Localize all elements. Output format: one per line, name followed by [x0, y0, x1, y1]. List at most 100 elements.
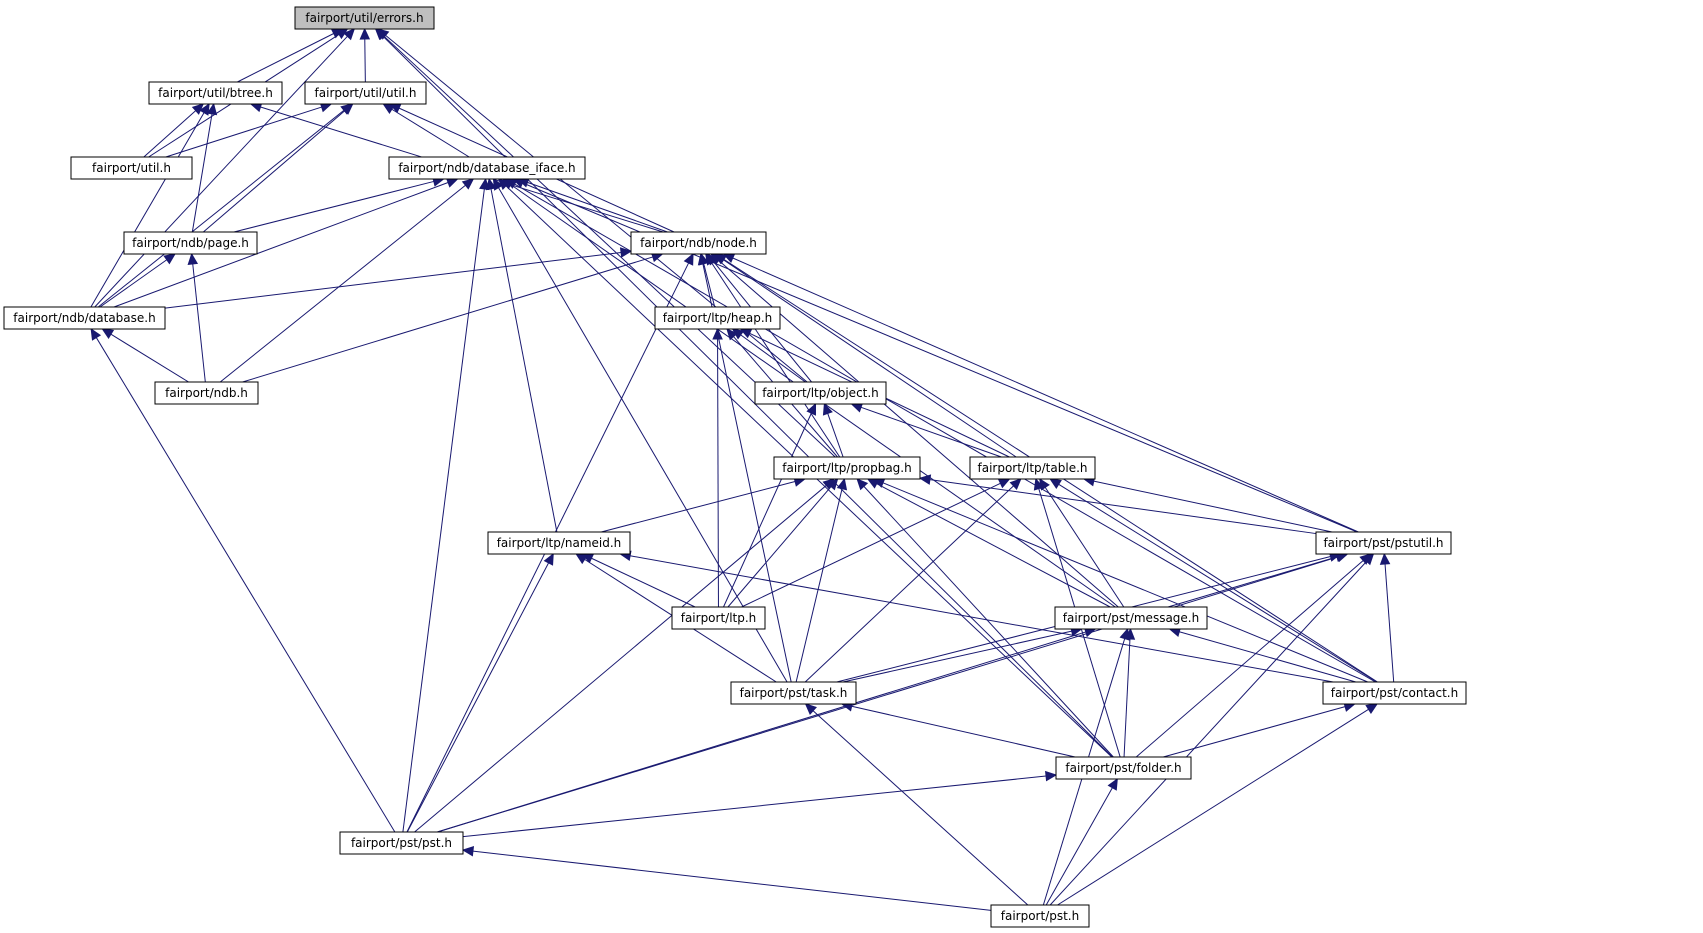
node-box-util[interactable] — [70, 156, 193, 180]
arrowhead-ltp-to-object — [806, 402, 817, 416]
node-box-node[interactable] — [630, 231, 767, 255]
node-box-errors[interactable] — [294, 6, 435, 30]
node-box-dbiface[interactable] — [388, 156, 586, 180]
arrowhead-pst_pst-to-database — [90, 327, 102, 341]
edge-ltp-to-table — [741, 482, 1001, 608]
node-ndb[interactable]: fairport/ndb.h — [154, 381, 259, 405]
node-contact[interactable]: fairport/pst/contact.h — [1322, 681, 1467, 705]
node-label-ndb: fairport/ndb.h — [165, 386, 248, 400]
node-label-pst: fairport/pst.h — [1001, 909, 1079, 923]
node-label-contact: fairport/pst/contact.h — [1331, 686, 1458, 700]
edge-layer — [90, 27, 1395, 911]
arrowhead-propbag-to-heap — [726, 328, 738, 341]
node-message[interactable]: fairport/pst/message.h — [1054, 606, 1208, 630]
arrowhead-pst_pst-to-folder — [1045, 770, 1058, 782]
node-ltp[interactable]: fairport/ltp.h — [671, 606, 766, 630]
node-box-message[interactable] — [1054, 606, 1208, 630]
node-label-task: fairport/pst/task.h — [740, 686, 848, 700]
edge-folder-to-pstutil — [1135, 560, 1364, 758]
node-box-page[interactable] — [123, 231, 258, 255]
node-pst_pst[interactable]: fairport/pst/pst.h — [339, 831, 464, 855]
node-box-database[interactable] — [3, 306, 166, 330]
edge-message-to-propbag — [876, 483, 1111, 608]
node-util[interactable]: fairport/util.h — [70, 156, 193, 180]
arrowhead-ndb-to-database — [101, 328, 115, 339]
edge-contact-to-nameid — [630, 555, 1334, 683]
edge-util_h-to-errors — [364, 38, 366, 83]
arrowhead-page-to-btree — [206, 102, 218, 116]
node-folder[interactable]: fairport/pst/folder.h — [1055, 756, 1192, 780]
edge-object-to-heap — [740, 334, 806, 383]
node-box-pstutil[interactable] — [1315, 531, 1452, 555]
arrowhead-pstutil-to-propbag — [918, 474, 932, 485]
edge-node-to-dbiface — [527, 181, 668, 233]
edge-btree-to-errors — [237, 33, 334, 83]
arrowhead-pst-to-message — [1119, 627, 1130, 641]
arrowhead-pst-to-contact — [1365, 703, 1379, 715]
arrowhead-contact-to-dbiface — [504, 178, 518, 189]
edge-contact-to-pstutil — [1384, 563, 1395, 683]
node-task[interactable]: fairport/pst/task.h — [730, 681, 857, 705]
arrowhead-pst_pst-to-dbiface — [479, 177, 490, 191]
node-box-heap[interactable] — [654, 306, 781, 330]
arrowhead-util-to-btree — [191, 103, 205, 115]
node-table[interactable]: fairport/ltp/table.h — [969, 456, 1096, 480]
edge-pst-to-task — [812, 710, 1029, 906]
edge-page-to-btree — [191, 113, 213, 233]
edge-task-to-message — [842, 630, 1072, 683]
arrowhead-pst_pst-to-nameid — [543, 552, 554, 566]
node-label-nameid: fairport/ltp/nameid.h — [497, 536, 622, 550]
node-box-nameid[interactable] — [487, 531, 631, 555]
edge-message-to-node — [718, 260, 1119, 608]
node-box-ltp[interactable] — [671, 606, 766, 630]
node-box-object[interactable] — [754, 381, 887, 405]
arrowhead-pst-to-pst_pst — [461, 845, 475, 857]
edge-folder-to-message — [1123, 638, 1131, 758]
node-pstutil[interactable]: fairport/pst/pstutil.h — [1315, 531, 1452, 555]
arrowhead-ndb-to-dbiface — [461, 178, 475, 190]
node-label-database: fairport/ndb/database.h — [13, 311, 155, 325]
arrowhead-ltp-to-table — [997, 478, 1011, 489]
node-nameid[interactable]: fairport/ltp/nameid.h — [487, 531, 631, 555]
edge-pstutil-to-table — [1093, 480, 1333, 533]
arrowhead-pst-to-task — [804, 703, 817, 715]
arrowhead-task-to-propbag — [836, 477, 848, 491]
node-propbag[interactable]: fairport/ltp/propbag.h — [773, 456, 921, 480]
edge-pst_pst-to-database — [95, 337, 396, 833]
node-dbiface[interactable]: fairport/ndb/database_iface.h — [388, 156, 586, 180]
node-box-util_h[interactable] — [304, 81, 427, 105]
node-label-propbag: fairport/ltp/propbag.h — [782, 461, 911, 475]
arrowhead-contact-to-pstutil — [1379, 552, 1391, 565]
node-node[interactable]: fairport/ndb/node.h — [630, 231, 767, 255]
node-box-ndb[interactable] — [154, 381, 259, 405]
node-box-task[interactable] — [730, 681, 857, 705]
node-page[interactable]: fairport/ndb/page.h — [123, 231, 258, 255]
node-database[interactable]: fairport/ndb/database.h — [3, 306, 166, 330]
edge-folder-to-contact — [1163, 706, 1346, 758]
edge-pst_pst-to-propbag — [414, 485, 827, 833]
node-pst[interactable]: fairport/pst.h — [990, 904, 1090, 928]
edge-util-to-btree — [143, 110, 197, 158]
node-errors[interactable]: fairport/util/errors.h — [294, 6, 435, 30]
arrowhead-folder-to-dbiface — [497, 178, 510, 191]
node-heap[interactable]: fairport/ltp/heap.h — [654, 306, 781, 330]
node-box-pst[interactable] — [990, 904, 1090, 928]
edge-folder-to-errors — [382, 35, 1113, 758]
arrowhead-database-to-dbiface — [445, 177, 459, 188]
node-util_h[interactable]: fairport/util/util.h — [304, 81, 427, 105]
arrowhead-nameid-to-dbiface — [485, 177, 497, 191]
arrowhead-contact-to-node — [714, 253, 728, 265]
node-btree[interactable]: fairport/util/btree.h — [148, 81, 283, 105]
edge-pst_pst-to-message — [437, 631, 1086, 833]
edge-dbiface-to-util_h — [391, 108, 470, 158]
edge-heap-to-node — [703, 263, 716, 308]
node-box-pst_pst[interactable] — [339, 831, 464, 855]
node-box-folder[interactable] — [1055, 756, 1192, 780]
node-box-btree[interactable] — [148, 81, 283, 105]
node-box-table[interactable] — [969, 456, 1096, 480]
node-object[interactable]: fairport/ltp/object.h — [754, 381, 887, 405]
node-box-contact[interactable] — [1322, 681, 1467, 705]
node-label-page: fairport/ndb/page.h — [132, 236, 249, 250]
node-label-folder: fairport/pst/folder.h — [1065, 761, 1181, 775]
node-box-propbag[interactable] — [773, 456, 921, 480]
